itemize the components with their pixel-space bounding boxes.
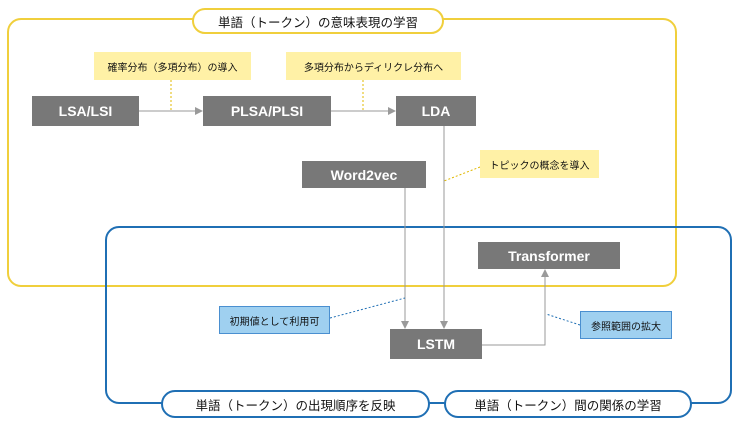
leader-init: [329, 297, 406, 319]
node-plsa: PLSA/PLSI: [203, 96, 331, 126]
semantic-learning-label: 単語（トークン）の意味表現の学習: [192, 8, 444, 34]
node-lsa: LSA/LSI: [32, 96, 139, 126]
note-initial-value: 初期値として利用可: [219, 306, 330, 334]
order-reflection-label: 単語（トークン）の出現順序を反映: [161, 390, 430, 418]
node-word2vec: Word2vec: [302, 161, 426, 188]
note-dirichlet: 多項分布からディリクレ分布へ: [286, 52, 461, 80]
arrow-lstm-to-transformer: [482, 269, 549, 346]
leader-topic: [443, 166, 481, 182]
note-probability-distribution: 確率分布（多項分布）の導入: [94, 52, 251, 80]
note-topic-concept: トピックの概念を導入: [480, 150, 599, 178]
relation-learning-label: 単語（トークン）間の関係の学習: [444, 390, 692, 418]
note-reference-range: 参照範囲の拡大: [580, 311, 672, 339]
node-transformer: Transformer: [478, 242, 620, 269]
leader-range: [545, 313, 581, 326]
node-lda: LDA: [396, 96, 476, 126]
node-lstm: LSTM: [390, 329, 482, 359]
